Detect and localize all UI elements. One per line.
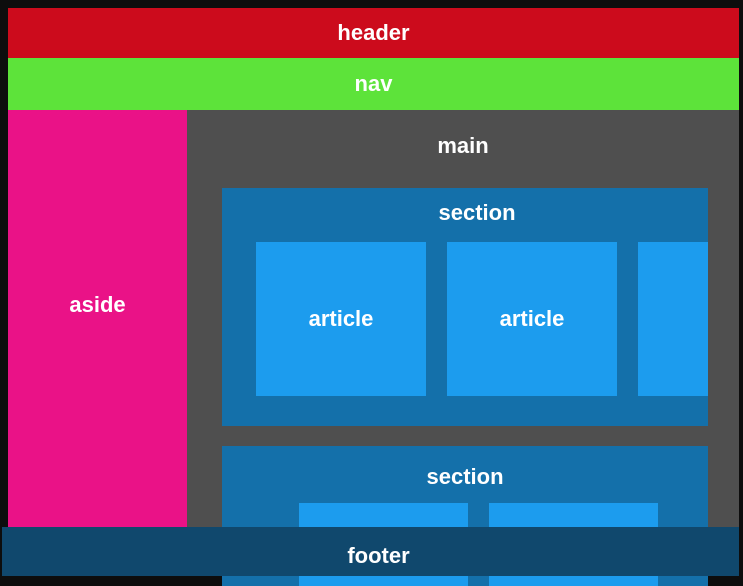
article-box: article bbox=[256, 242, 426, 396]
nav-region: nav bbox=[8, 58, 739, 110]
article-box-clipped bbox=[638, 242, 708, 396]
header-region: header bbox=[8, 8, 739, 58]
main-label: main bbox=[437, 133, 489, 158]
section-bottom-label: section bbox=[426, 464, 504, 489]
article-row-top: article article bbox=[222, 242, 708, 396]
aside-label: aside bbox=[69, 292, 126, 317]
article-label: article bbox=[308, 306, 374, 331]
article-box: article bbox=[447, 242, 617, 396]
footer-label: footer bbox=[347, 542, 410, 568]
footer-region: footer bbox=[2, 527, 739, 576]
article-label: article bbox=[499, 306, 565, 331]
nav-label: nav bbox=[354, 71, 393, 96]
header-label: header bbox=[337, 20, 410, 45]
aside-region: aside bbox=[8, 110, 187, 527]
section-region-top: section article article bbox=[222, 188, 708, 426]
section-top-label: section bbox=[438, 200, 516, 225]
